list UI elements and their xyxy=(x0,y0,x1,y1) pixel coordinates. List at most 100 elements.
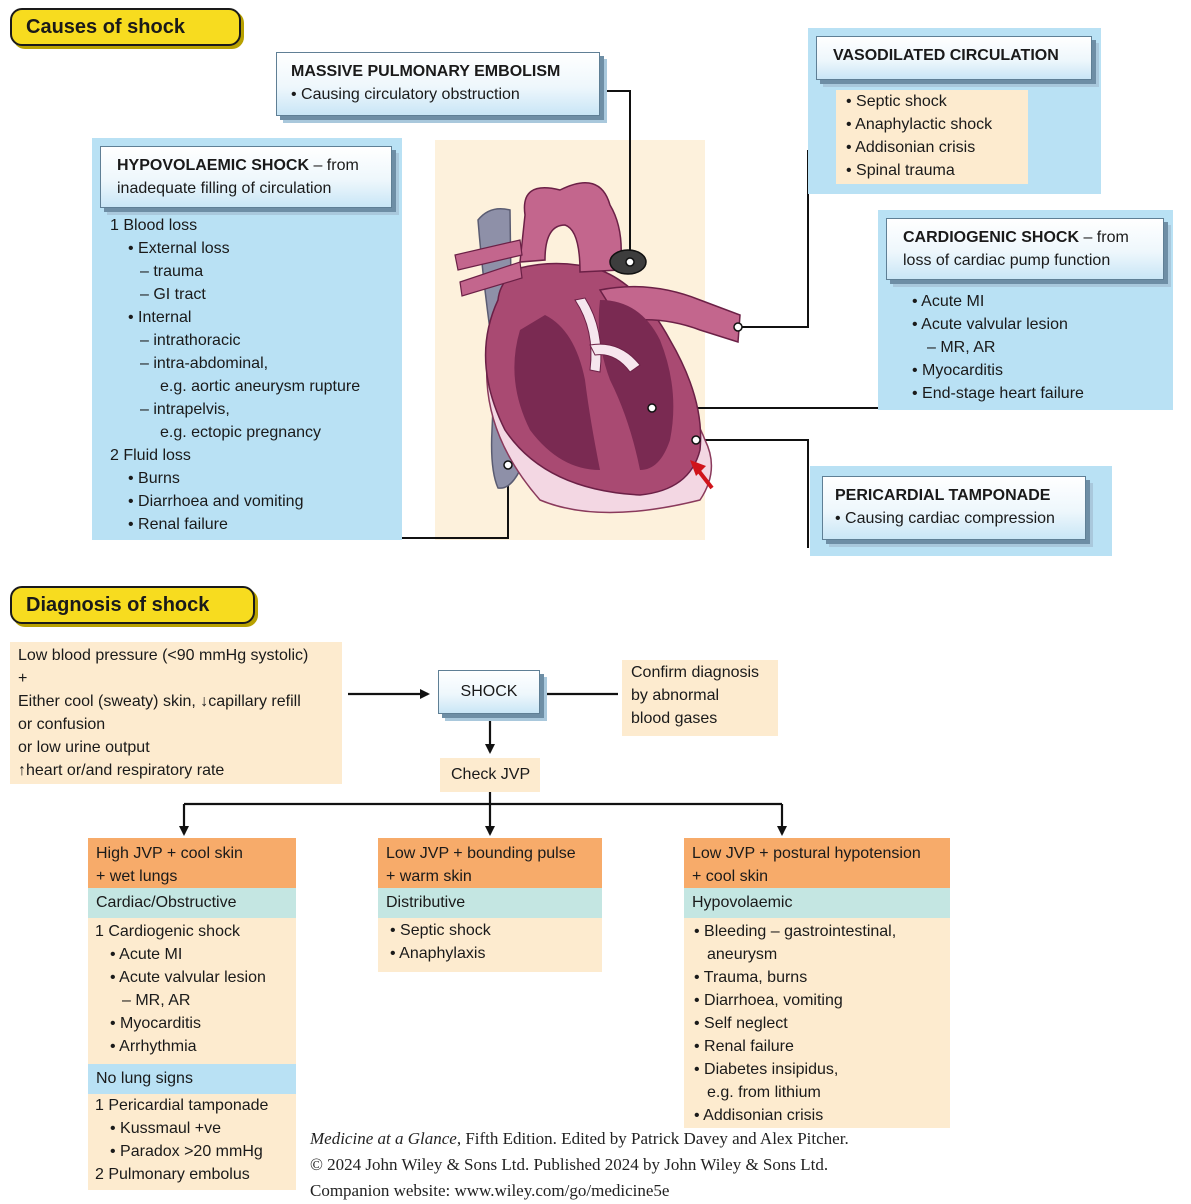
no-lung-signs-items: 1 Pericardial tamponade • Kussmaul +ve •… xyxy=(95,1094,295,1188)
list-item: • Self neglect xyxy=(694,1015,788,1032)
list-item: – trauma xyxy=(140,263,204,280)
low-jvp-postural-header: Low JVP + postural hypotension + cool sk… xyxy=(684,838,950,888)
credit-line-2: © 2024 John Wiley & Sons Ltd. Published … xyxy=(310,1155,829,1174)
list-item: – intrapelvis, xyxy=(140,401,230,418)
check-jvp-label: Check JVP xyxy=(451,766,531,783)
list-item: • Myocarditis xyxy=(110,1015,201,1032)
no-lung-signs-list xyxy=(88,1094,296,1190)
list-item: e.g. from lithium xyxy=(707,1084,821,1101)
cardiac-obstructive-category: Cardiac/Obstructive xyxy=(88,888,296,918)
hypovolaemic-causes-list: 1 Blood loss • External loss – trauma – … xyxy=(110,214,400,536)
criteria-line: + xyxy=(18,670,28,687)
hypovolaemic-category: Hypovolaemic xyxy=(684,888,950,918)
cardiac-obstructive-list xyxy=(88,918,296,1064)
cardiogenic-shock-subtitle: loss of cardiac pump function xyxy=(903,252,1111,269)
category-label: No lung signs xyxy=(96,1070,193,1087)
list-item: • Myocarditis xyxy=(912,362,1003,379)
cardiogenic-shock-header: CARDIOGENIC SHOCK – from loss of cardiac… xyxy=(886,218,1164,280)
vasodilated-causes-list: • Septic shock • Anaphylactic shock • Ad… xyxy=(836,90,1028,184)
list-item: • Acute MI xyxy=(110,946,183,963)
list-item: • Renal failure xyxy=(694,1038,794,1055)
header-line: Low JVP + postural hypotension xyxy=(692,845,921,862)
list-item: • Kussmaul +ve xyxy=(110,1120,221,1137)
list-item: • Acute valvular lesion xyxy=(912,316,1068,333)
cardiogenic-causes-list: • Acute MI • Acute valvular lesion – MR,… xyxy=(912,290,1162,406)
pericardial-tamponade-title: PERICARDIAL TAMPONADE xyxy=(835,487,1051,504)
list-item: • Acute MI xyxy=(912,293,985,310)
pulmonary-embolism-box: MASSIVE PULMONARY EMBOLISM • Causing cir… xyxy=(276,52,600,116)
category-label: Distributive xyxy=(386,894,466,911)
list-item: 1 Pericardial tamponade xyxy=(95,1097,269,1114)
header-line: + cool skin xyxy=(692,868,769,885)
list-item: • Renal failure xyxy=(128,516,228,533)
list-item: 2 Pulmonary embolus xyxy=(95,1166,250,1183)
shock-box: SHOCK xyxy=(438,670,540,714)
vasodilated-circulation-header: VASODILATED CIRCULATION xyxy=(816,36,1092,80)
list-item: • Anaphylactic shock xyxy=(846,116,993,133)
list-item: 2 Fluid loss xyxy=(110,447,191,464)
category-label: Hypovolaemic xyxy=(692,894,793,911)
hypovolaemic-diagnosis-list xyxy=(684,918,950,1128)
credit-line-1: Medicine at a Glance, Fifth Edition. Edi… xyxy=(310,1129,849,1148)
list-item: • Spinal trauma xyxy=(846,162,955,179)
header-line: + wet lungs xyxy=(96,868,178,885)
list-item: • Septic shock xyxy=(390,922,491,939)
list-item: 1 Blood loss xyxy=(110,217,198,234)
hypovolaemic-shock-subtitle: inadequate filling of circulation xyxy=(117,180,332,197)
list-item: – MR, AR xyxy=(927,339,996,356)
list-item: aneurysm xyxy=(707,946,778,963)
list-item: • Arrhythmia xyxy=(110,1038,197,1055)
credit-line-3: Companion website: www.wiley.com/go/medi… xyxy=(310,1181,670,1200)
header-line: High JVP + cool skin xyxy=(96,845,243,862)
category-label: Cardiac/Obstructive xyxy=(96,894,237,911)
pulmonary-embolism-description: • Causing circulatory obstruction xyxy=(291,86,520,103)
distributive-list: • Septic shock • Anaphylaxis xyxy=(378,918,602,972)
list-item: e.g. ectopic pregnancy xyxy=(160,424,321,441)
pericardial-tamponade-header: PERICARDIAL TAMPONADE • Causing cardiac … xyxy=(822,476,1086,540)
diagnosis-section-title: Diagnosis of shock xyxy=(10,586,255,624)
hypovolaemic-diagnosis-items: • Bleeding – gastrointestinal, aneurysm … xyxy=(694,920,948,1126)
criteria-line: ↑heart or/and respiratory rate xyxy=(18,762,225,779)
list-item: – MR, AR xyxy=(122,992,191,1009)
book-credit: Medicine at a Glance, Fifth Edition. Edi… xyxy=(310,1126,930,1200)
pulmonary-embolism-title: MASSIVE PULMONARY EMBOLISM xyxy=(291,63,561,80)
list-item: • External loss xyxy=(128,240,230,257)
criteria-line: or confusion xyxy=(18,716,106,733)
list-item: • Diarrhoea and vomiting xyxy=(128,493,304,510)
list-item: • Diabetes insipidus, xyxy=(694,1061,839,1078)
causes-section-title: Causes of shock xyxy=(10,8,241,46)
high-jvp-header: High JVP + cool skin + wet lungs xyxy=(88,838,296,888)
confirm-line: blood gases xyxy=(631,710,718,727)
low-jvp-bounding-header: Low JVP + bounding pulse + warm skin xyxy=(378,838,602,888)
no-lung-signs-category: No lung signs xyxy=(88,1064,296,1094)
list-item: – intra-abdominal, xyxy=(140,355,269,372)
list-item: • End-stage heart failure xyxy=(912,385,1084,402)
list-item: – GI tract xyxy=(140,286,206,303)
shock-label: SHOCK xyxy=(460,683,518,700)
distributive-category: Distributive xyxy=(378,888,602,918)
criteria-line: Low blood pressure (<90 mmHg systolic) xyxy=(18,647,309,664)
list-item: • Acute valvular lesion xyxy=(110,969,266,986)
confirm-line: by abnormal xyxy=(631,687,720,704)
confirm-diagnosis-box: Confirm diagnosis by abnormal blood gase… xyxy=(622,660,778,736)
list-item: • Addisonian crisis xyxy=(846,139,976,156)
cardiogenic-shock-title: CARDIOGENIC SHOCK – from xyxy=(903,229,1129,246)
hypovolaemic-shock-title: HYPOVOLAEMIC SHOCK – from xyxy=(117,157,359,174)
list-item: • Septic shock xyxy=(846,93,947,110)
list-item: • Internal xyxy=(128,309,192,326)
cardiac-obstructive-items: 1 Cardiogenic shock • Acute MI • Acute v… xyxy=(95,920,295,1060)
list-item: • Trauma, burns xyxy=(694,969,808,986)
list-item: • Paradox >20 mmHg xyxy=(110,1143,263,1160)
pericardial-tamponade-description: • Causing cardiac compression xyxy=(835,510,1055,527)
criteria-line: Either cool (sweaty) skin, ↓capillary re… xyxy=(18,693,301,710)
shock-criteria-box: Low blood pressure (<90 mmHg systolic) +… xyxy=(10,642,342,784)
list-item: e.g. aortic aneurysm rupture xyxy=(160,378,361,395)
confirm-line: Confirm diagnosis xyxy=(631,664,760,681)
header-line: + warm skin xyxy=(386,868,472,885)
list-item: • Bleeding – gastrointestinal, xyxy=(694,923,897,940)
list-item: – intrathoracic xyxy=(140,332,241,349)
list-item: • Burns xyxy=(128,470,180,487)
